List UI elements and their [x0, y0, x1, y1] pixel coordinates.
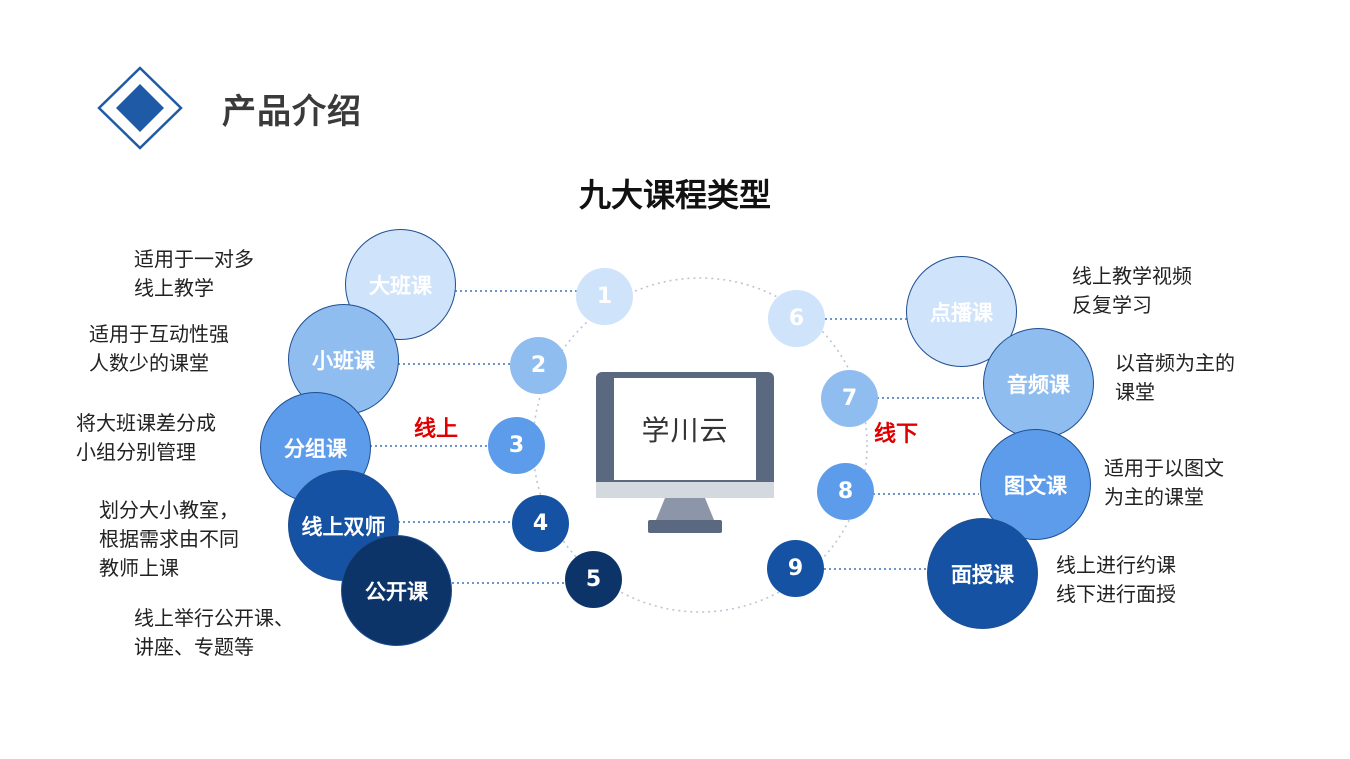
course-number-6: 6: [768, 290, 825, 347]
diamond-icon: [97, 66, 183, 150]
course-bubble-9: 面授课: [927, 518, 1038, 629]
diagram-title: 九大课程类型: [578, 176, 771, 214]
course-desc-4: 划分大小教室，根据需求由不同教师上课: [99, 498, 239, 580]
course-desc-8: 适用于以图文为主的课堂: [1104, 456, 1224, 509]
course-number-7: 7: [821, 370, 878, 427]
course-number-2: 2: [510, 337, 567, 394]
course-bubble-7: 音频课: [983, 328, 1094, 439]
monitor-screen-text: 学川云: [614, 378, 756, 480]
course-number-5: 5: [565, 551, 622, 608]
course-number-9: 9: [767, 540, 824, 597]
course-number-1: 1: [576, 268, 633, 325]
course-number-8: 8: [817, 463, 874, 520]
course-bubble-5: 公开课: [341, 535, 452, 646]
tag-offline: 线下: [874, 422, 919, 447]
orbit-ring: [532, 277, 868, 613]
page-title: 产品介绍: [222, 92, 362, 132]
course-desc-9: 线上进行约课线下进行面授: [1056, 553, 1176, 606]
course-desc-7: 以音频为主的课堂: [1115, 351, 1235, 404]
course-desc-3: 将大班课差分成小组分别管理: [76, 411, 216, 464]
tag-online: 线上: [414, 417, 459, 442]
course-desc-2: 适用于互动性强人数少的课堂: [89, 322, 229, 375]
course-bubble-1: 大班课: [345, 229, 456, 340]
course-desc-1: 适用于一对多线上教学: [134, 247, 254, 300]
course-desc-5: 线上举行公开课、讲座、专题等: [134, 606, 294, 659]
course-number-4: 4: [512, 495, 569, 552]
course-desc-6: 线上教学视频反复学习: [1072, 264, 1192, 317]
course-number-3: 3: [488, 417, 545, 474]
connector-lines: [370, 290, 983, 584]
